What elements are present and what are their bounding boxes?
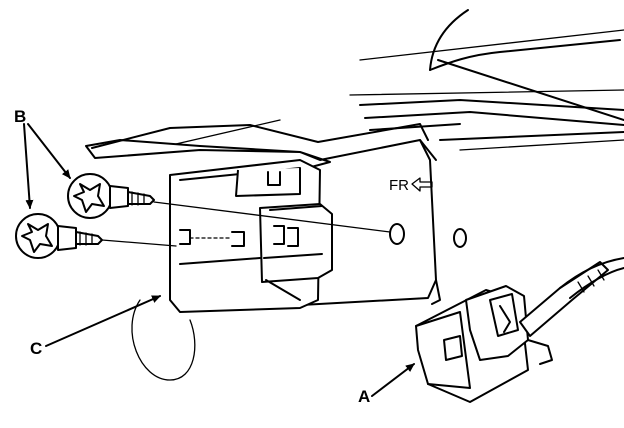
leader-b-lower xyxy=(23,123,34,209)
bolt-upper xyxy=(67,173,155,219)
leader-arrows xyxy=(23,123,415,397)
sensor-module-c xyxy=(169,159,333,313)
callout-c: C xyxy=(30,339,42,358)
callout-a: A xyxy=(358,387,370,406)
leader-b-upper xyxy=(27,123,71,179)
leader-c xyxy=(45,295,161,347)
callout-b: B xyxy=(14,107,26,126)
direction-indicator: FR xyxy=(389,177,433,194)
direction-label: FR xyxy=(389,177,409,194)
detail-circle xyxy=(131,299,196,381)
alignment-line-upper xyxy=(153,201,391,233)
connector-a xyxy=(415,257,624,403)
bolt-lower xyxy=(15,213,103,259)
alignment-line-lower xyxy=(101,239,177,247)
leader-a xyxy=(371,363,415,397)
front-arrow-icon xyxy=(411,177,433,192)
